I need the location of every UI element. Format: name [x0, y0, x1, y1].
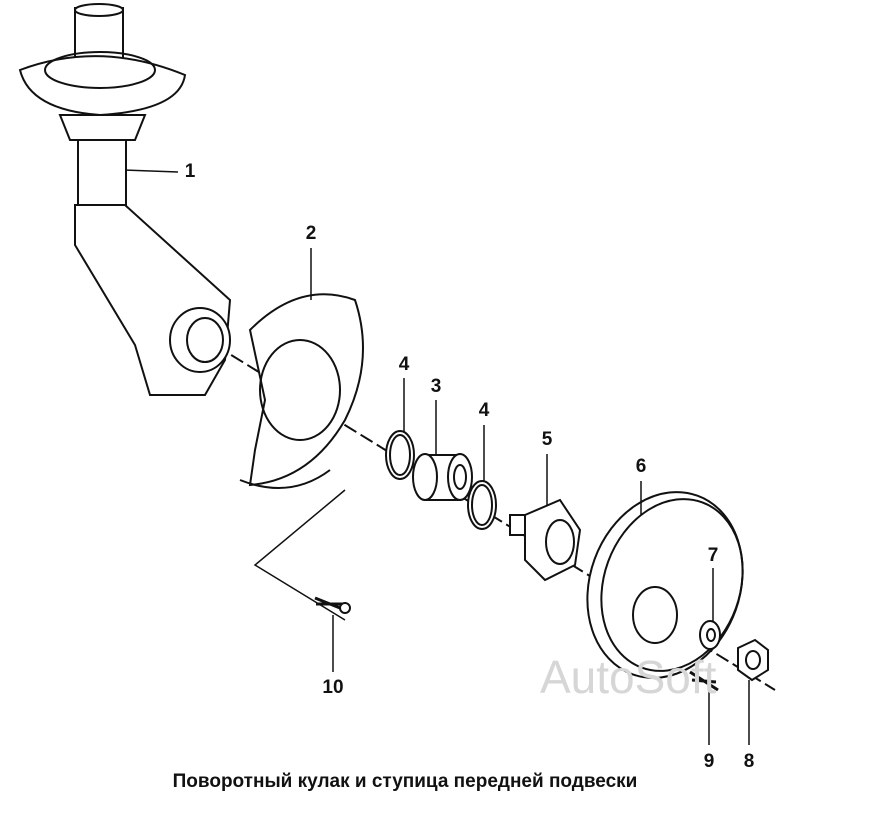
strut — [18, 3, 232, 396]
leader-lines — [124, 169, 750, 745]
callout-5: 5 — [541, 429, 553, 450]
callout-1: 1 — [184, 161, 196, 182]
diagram-caption: Поворотный кулак и ступица передней подв… — [172, 771, 638, 792]
nut — [737, 638, 769, 682]
callout-8: 8 — [743, 751, 755, 772]
washer — [699, 620, 721, 650]
callout-2: 2 — [305, 223, 317, 244]
bearing — [412, 453, 473, 501]
hub — [509, 498, 582, 582]
callout-10: 10 — [322, 677, 344, 698]
watermark: AutoSoft — [540, 651, 717, 703]
callout-6: 6 — [635, 456, 647, 477]
callout-4-outer: 4 — [478, 400, 490, 421]
callout-3: 3 — [430, 376, 442, 397]
brake-shield — [239, 293, 364, 621]
callout-4-inner: 4 — [398, 354, 410, 375]
disc-screw — [689, 670, 719, 692]
callout-9: 9 — [703, 751, 715, 772]
callout-7: 7 — [707, 545, 719, 566]
